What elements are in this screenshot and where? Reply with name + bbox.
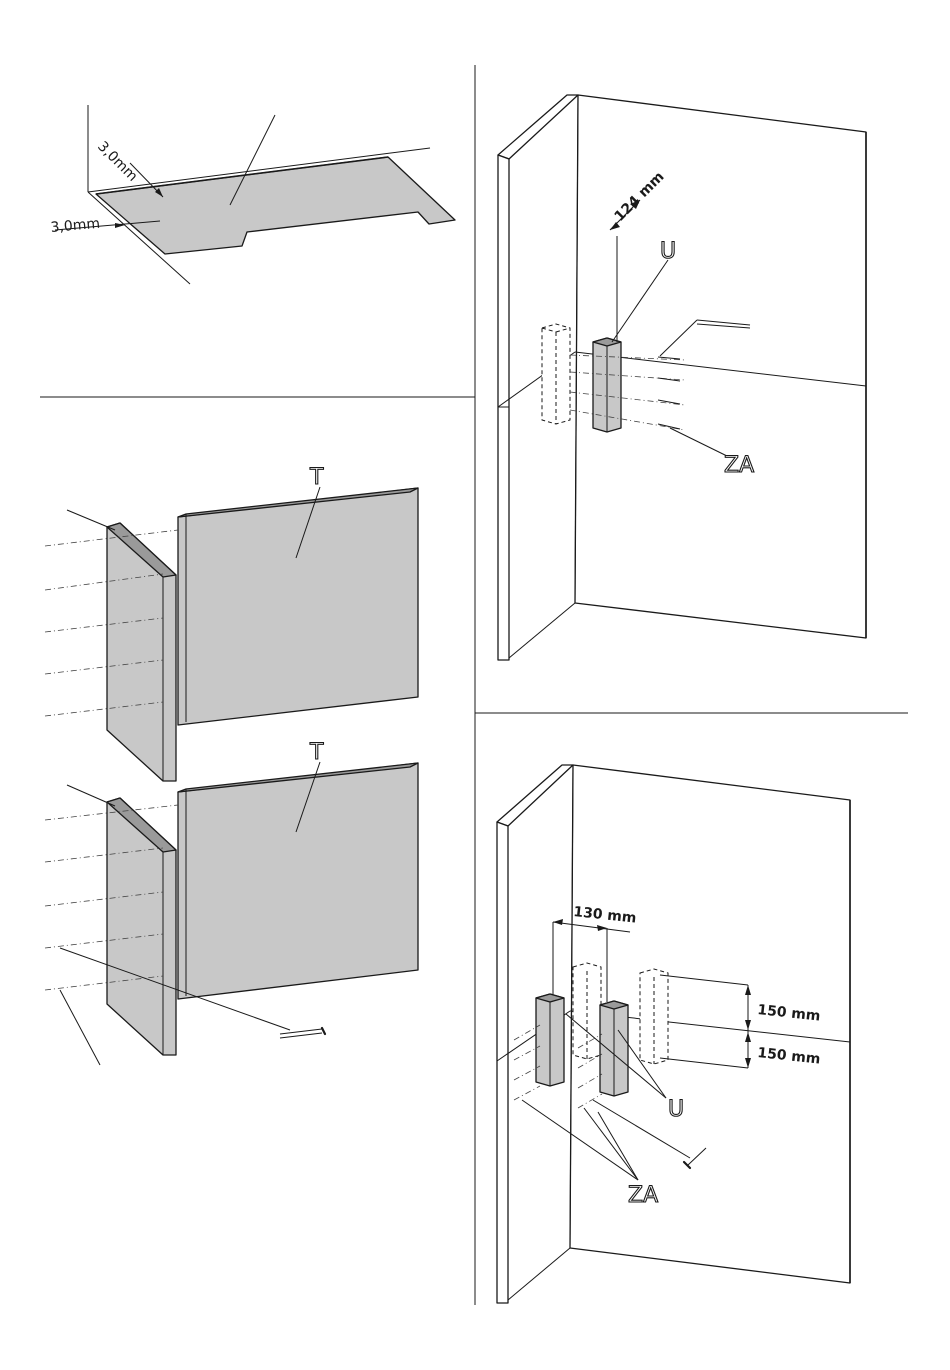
step4-bracket-label: U bbox=[668, 1097, 684, 1122]
step1-floor-plate: 3,0mm 3,0mm bbox=[50, 105, 455, 284]
step3-panels: T T bbox=[45, 465, 418, 1065]
step4-corner-brackets: 130 mm 150 mm 150 mm U ZA bbox=[497, 765, 850, 1303]
step2-screws-label: ZA bbox=[724, 453, 754, 478]
step3-top-panel-label: T bbox=[309, 465, 324, 490]
step4-screws-label: ZA bbox=[628, 1183, 658, 1208]
step3-bottom-panel-label: T bbox=[309, 740, 324, 765]
step2-corner-bracket: 124 mm U ZA bbox=[498, 95, 866, 660]
step2-bracket-label: U bbox=[660, 239, 676, 264]
step1-top-margin-label: 3,0mm bbox=[94, 139, 140, 185]
step1-side-margin-label: 3,0mm bbox=[50, 216, 101, 236]
